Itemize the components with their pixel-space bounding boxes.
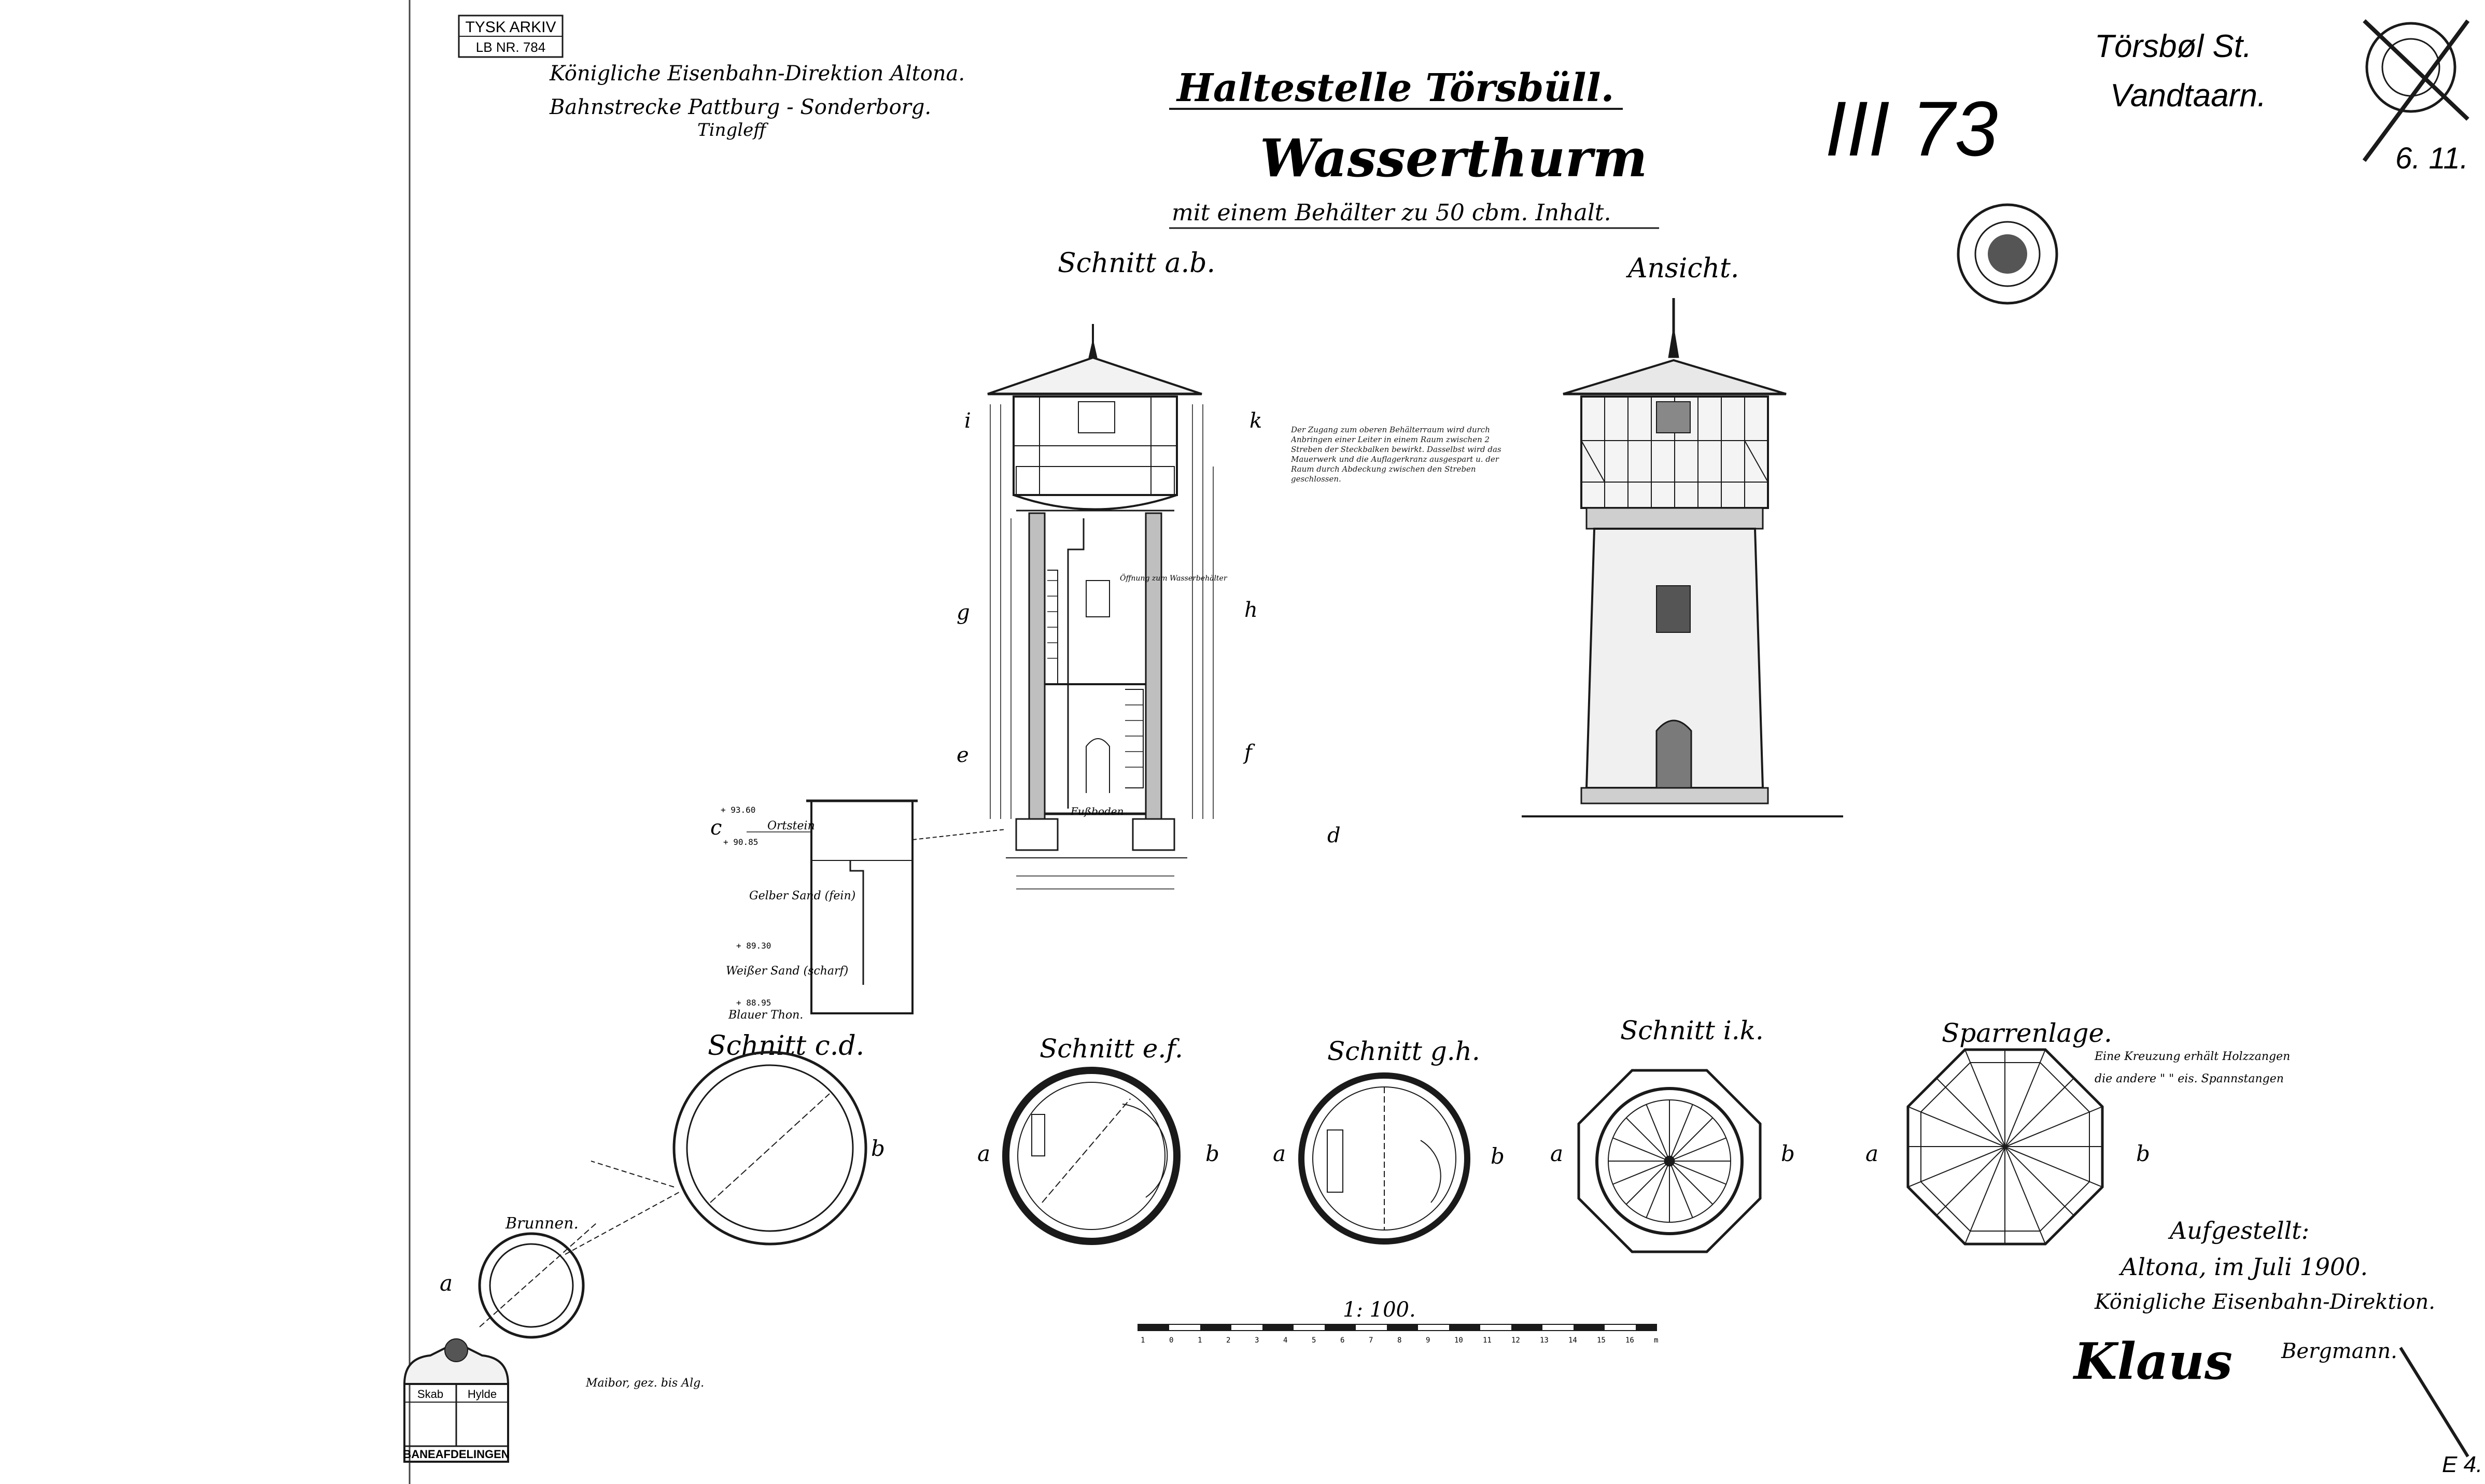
scale-tick: 3 <box>1255 1336 1259 1345</box>
rafter-layout-title: Sparrenlage. <box>1942 1018 2112 1048</box>
well-section-drawing <box>747 799 1006 1014</box>
corner-note: 6. 11. <box>2395 142 2468 175</box>
archive-stamp-line2: LB NR. 784 <box>476 39 545 55</box>
railway-seal <box>1957 203 2058 305</box>
plan-gh-ring <box>1298 1072 1470 1245</box>
plan-ef-label-b: b <box>1205 1141 1219 1166</box>
well-level-4: + 88.95 <box>736 998 771 1008</box>
section-ab-title: Schnitt a.b. <box>1058 248 1215 279</box>
subject-title: Wasserthurm <box>1260 128 1647 189</box>
well-layer-4: Blauer Thon. <box>728 1009 803 1022</box>
signoff-place-date: Altona, im Juli 1900. <box>2118 1253 2368 1281</box>
scale-tick: 12 <box>1511 1336 1520 1345</box>
elevation-drawing <box>1522 298 1843 817</box>
archive-stamp-line1: TYSK ARKIV <box>465 19 556 36</box>
cut-label-i: i <box>964 409 971 433</box>
elevation-title: Ansicht. <box>1626 253 1739 284</box>
section-cd-title: Schnitt c.d. <box>708 1030 864 1062</box>
archive-number: III 73 <box>1825 85 1998 172</box>
scale-tick: 2 <box>1226 1336 1230 1345</box>
directorate-text: Königliche Eisenbahn-Direktion Altona. <box>549 62 965 86</box>
cut-label-g: g <box>957 601 970 625</box>
plan-ik-label-a: a <box>1550 1141 1563 1166</box>
stamp-band: BANEAFDELINGEN <box>403 1448 509 1461</box>
scale-bar <box>1138 1324 1657 1331</box>
scale-tick: 11 <box>1483 1336 1492 1345</box>
signature-1: Klaus <box>2072 1332 2233 1391</box>
railway-line-variant: Tingleff <box>697 120 768 140</box>
scale-tick: 10 <box>1454 1336 1463 1345</box>
well-layer-1: Ortstein <box>767 819 815 832</box>
scale-tick: 9 <box>1426 1336 1430 1345</box>
plan-cd-ring <box>591 1051 867 1246</box>
scale-ticks: 1 0 1 2 3 4 5 6 7 8 9 10 11 12 13 14 15 … <box>1141 1336 1658 1345</box>
danish-note-line1: Törsbøl St. <box>2095 29 2252 64</box>
stamp-col-1: Skab <box>417 1388 443 1401</box>
cut-label-d: d <box>1327 824 1341 847</box>
cut-label-c: c <box>710 816 722 840</box>
bottom-corner-note: E 4. <box>2442 1452 2482 1477</box>
section-ik-title: Schnitt i.k. <box>1620 1015 1764 1045</box>
scale-tick: 8 <box>1397 1336 1401 1345</box>
well-layer-3: Weißer Sand (scharf) <box>726 965 848 978</box>
railway-line-text: Bahnstrecke Pattburg - Sonderborg. <box>549 95 931 119</box>
baneafdelingen-stamp <box>403 1338 510 1463</box>
capacity-subtitle: mit einem Behälter zu 50 cbm. Inhalt. <box>1172 200 1611 226</box>
scale-tick: 0 <box>1169 1336 1173 1345</box>
scale-tick: 13 <box>1540 1336 1549 1345</box>
floor-label: Fußboden <box>1070 805 1124 817</box>
scale-tick: 7 <box>1369 1336 1373 1345</box>
access-note: Der Zugang zum oberen Behälterraum wird … <box>1291 425 1501 484</box>
archive-stamp: TYSK ARKIV LB NR. 784 <box>458 15 564 58</box>
plan-ef-ring <box>1002 1067 1181 1245</box>
hatch-label: Öffnung zum Wasserbehälter <box>1120 573 1228 583</box>
plan-ef-label-a: a <box>977 1141 990 1166</box>
station-title: Haltestelle Törsbüll. <box>1176 66 1614 110</box>
rafter-label-b: b <box>2136 1141 2150 1166</box>
stamp-col-2: Hylde <box>468 1388 497 1401</box>
rafter-layout-octagon <box>1906 1048 2104 1246</box>
plan-gh-label-b: b <box>1491 1143 1505 1169</box>
rafter-label-a: a <box>1865 1141 1878 1166</box>
section-gh-title: Schnitt g.h. <box>1327 1036 1480 1066</box>
drafter-note: Maibor, gez. bis Alg. <box>585 1377 704 1390</box>
signoff-prepared: Aufgestellt: <box>2168 1217 2309 1245</box>
cut-label-e: e <box>957 743 969 767</box>
scale-tick: 1 <box>1198 1336 1202 1345</box>
well-plan-label-a: a <box>440 1270 453 1296</box>
well-level-3: + 89.30 <box>736 941 771 951</box>
plan-gh-label-a: a <box>1273 1141 1286 1166</box>
cut-label-k: k <box>1249 409 1262 433</box>
section-ab-drawing <box>987 324 1214 889</box>
cut-label-h: h <box>1244 598 1258 622</box>
signoff-authority: Königliche Eisenbahn-Direktion. <box>2094 1290 2435 1314</box>
plan-ik-label-b: b <box>1781 1141 1795 1166</box>
scale-ratio: 1: 100. <box>1343 1298 1416 1322</box>
section-ef-title: Schnitt e.f. <box>1040 1034 1183 1064</box>
rafter-note-2: die andere " " eis. Spannstangen <box>2095 1072 2284 1085</box>
scale-tick: 16 <box>1625 1336 1634 1345</box>
well-plan-label: Brunnen. <box>505 1214 579 1233</box>
scale-tick: 5 <box>1312 1336 1316 1345</box>
well-level-2: + 90.85 <box>723 837 758 847</box>
top-right-round-stamp <box>2362 19 2470 162</box>
rafter-note-1: Eine Kreuzung erhält Holzzangen <box>2094 1050 2290 1063</box>
scale-tick: 6 <box>1340 1336 1344 1345</box>
cut-label-f: f <box>1243 741 1255 765</box>
scale-tick: 14 <box>1568 1336 1577 1345</box>
danish-note-line2: Vandtaarn. <box>2110 78 2266 114</box>
scale-tick: 1 <box>1141 1336 1145 1345</box>
scale-tick: m <box>1654 1336 1658 1345</box>
signature-2: Bergmann. <box>2281 1339 2397 1363</box>
well-plan-ring <box>478 1192 680 1339</box>
well-level-1: + 93.60 <box>721 805 755 815</box>
well-layer-2: Gelber Sand (fein) <box>749 889 855 902</box>
scale-tick: 15 <box>1597 1336 1606 1345</box>
plan-ik-octagon <box>1577 1069 1762 1253</box>
scale-tick: 4 <box>1283 1336 1287 1345</box>
plan-cd-label-b: b <box>871 1136 885 1161</box>
corner-slash <box>2399 1347 2469 1458</box>
